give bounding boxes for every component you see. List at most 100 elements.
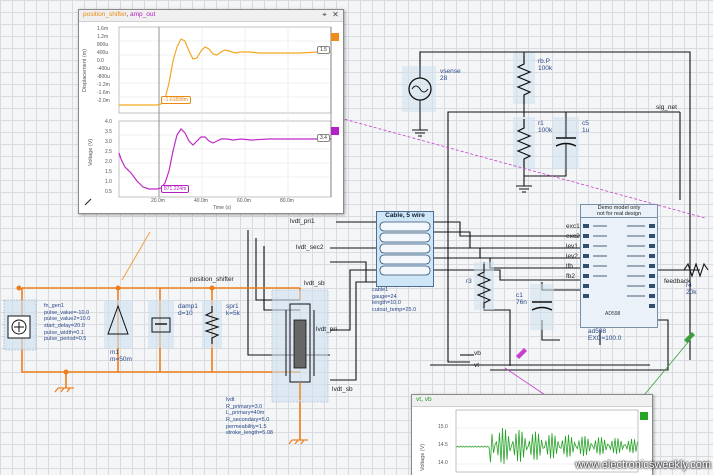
- series-color-displacement[interactable]: [331, 33, 339, 41]
- net-label-lvdt-pri1: lvdt_pri1: [290, 218, 315, 225]
- plot-canvas[interactable]: [79, 21, 343, 212]
- resistor-r3[interactable]: [474, 262, 494, 310]
- xtick: 40.0m: [194, 198, 208, 204]
- ytick: -1.6m: [97, 90, 110, 96]
- ytick: -2.0m: [97, 98, 110, 104]
- probe-line-position: [121, 231, 151, 281]
- cursor-readout-voltage-right: 3.4: [317, 134, 330, 142]
- yaxis-label-vt: Voltage (V): [420, 443, 426, 471]
- plot-window-position[interactable]: position_shifter, amp_out ⌖ ✕ 1.6m 1.2m …: [78, 9, 344, 214]
- xtick: 20.0m: [151, 198, 165, 204]
- resize-icon[interactable]: [84, 198, 92, 206]
- resistor-feedback[interactable]: [683, 262, 709, 278]
- mass-m1[interactable]: [104, 300, 132, 348]
- voltage-source-vsense[interactable]: [402, 66, 436, 130]
- ytick: 3.5: [105, 129, 112, 135]
- watermark: www.electronicsweekly.com: [575, 459, 711, 471]
- pin-icon[interactable]: ⌖: [322, 10, 327, 19]
- ytick: -400u: [97, 66, 110, 72]
- ytick: 14.5: [438, 442, 448, 448]
- spring-spr1[interactable]: [202, 300, 222, 348]
- ytick: 800u: [97, 42, 109, 48]
- ytick: 2.5: [105, 149, 112, 155]
- ytick: 4.0: [105, 119, 112, 125]
- ytick: 15.0: [438, 424, 448, 430]
- ytick: -1.2m: [97, 82, 110, 88]
- cursor-readout-displacement-right: 1.5: [317, 46, 330, 54]
- resistor-r1[interactable]: [513, 117, 535, 169]
- lvdt-sensor[interactable]: [271, 289, 329, 403]
- cable-component[interactable]: Cable, 5 wire: [376, 211, 434, 287]
- plot-title: position_shifter, amp_out: [83, 11, 156, 18]
- plot-window-vt-vb[interactable]: vt, vb 15.0 14.5 14.0 Voltage (V): [411, 394, 653, 475]
- plot-canvas-vt[interactable]: [412, 406, 652, 475]
- xaxis-label: Time (s): [213, 205, 232, 211]
- ground-symbol: [54, 387, 308, 445]
- ytick: -800u: [97, 74, 110, 80]
- cable-wires: [379, 221, 431, 276]
- position-shifter-label: position_shifter: [190, 276, 234, 283]
- ground-symbol: [412, 129, 428, 137]
- ytick: 2.0: [105, 159, 112, 165]
- probe-line-voltage: [339, 117, 706, 219]
- ground-symbol: [516, 185, 532, 193]
- voltage-trace: [118, 128, 331, 190]
- plot-grid: [119, 27, 331, 197]
- close-icon[interactable]: ✕: [332, 10, 339, 19]
- ytick: 1.2m: [97, 34, 109, 40]
- xtick: 60.0m: [237, 198, 251, 204]
- cursor-readout-displacement: -1.61898m: [161, 96, 191, 104]
- ytick: 400u: [97, 50, 109, 56]
- resistor-rbp[interactable]: [513, 52, 535, 104]
- probe-icon-vb[interactable]: [516, 348, 527, 359]
- series-color-vt[interactable]: [640, 412, 648, 420]
- r3-label: r3: [466, 278, 472, 285]
- ytick: 0.0: [97, 58, 104, 64]
- series-color-voltage[interactable]: [331, 127, 339, 135]
- damper-damp1[interactable]: [148, 300, 174, 348]
- net-label-lvdt-pri: lvdt_pri: [316, 326, 337, 333]
- displacement-trace: [119, 38, 331, 106]
- plot-area-voltage: [118, 120, 332, 198]
- ytick: 1.6m: [97, 26, 109, 32]
- yaxis-label-voltage: Voltage (V): [88, 138, 94, 166]
- cable-title: Cable, 5 wire: [385, 212, 425, 219]
- capacitor-c1[interactable]: [530, 284, 554, 330]
- net-label-lvdt-sb2: lvdt_sb: [332, 386, 353, 393]
- vb-net-label: vb: [474, 350, 481, 357]
- plot-titlebar[interactable]: vt, vb: [412, 395, 652, 407]
- ytick: 0.5: [105, 189, 112, 195]
- ytick: 1.5: [105, 169, 112, 175]
- sig-net-label: sig_net: [656, 104, 677, 111]
- vt-trace: [455, 427, 638, 465]
- ytick: 14.0: [438, 460, 448, 466]
- ic-part-number: AD598: [605, 311, 621, 317]
- plot-area-displacement: [118, 26, 332, 114]
- probe-line-vt: [639, 339, 691, 401]
- ytick: 3.0: [105, 139, 112, 145]
- net-label-lvdt-sec2: lvdt_sec2: [296, 244, 324, 251]
- plot-titlebar[interactable]: position_shifter, amp_out ⌖ ✕: [79, 10, 343, 22]
- ic-pins: [583, 224, 655, 309]
- function-generator[interactable]: [3, 285, 215, 375]
- ytick: 1.0: [105, 179, 112, 185]
- feedback-label: feedback: [664, 278, 691, 285]
- probe-icon-vt[interactable]: [684, 332, 695, 343]
- xtick: 80.0m: [280, 198, 294, 204]
- capacitor-c5[interactable]: [553, 117, 579, 170]
